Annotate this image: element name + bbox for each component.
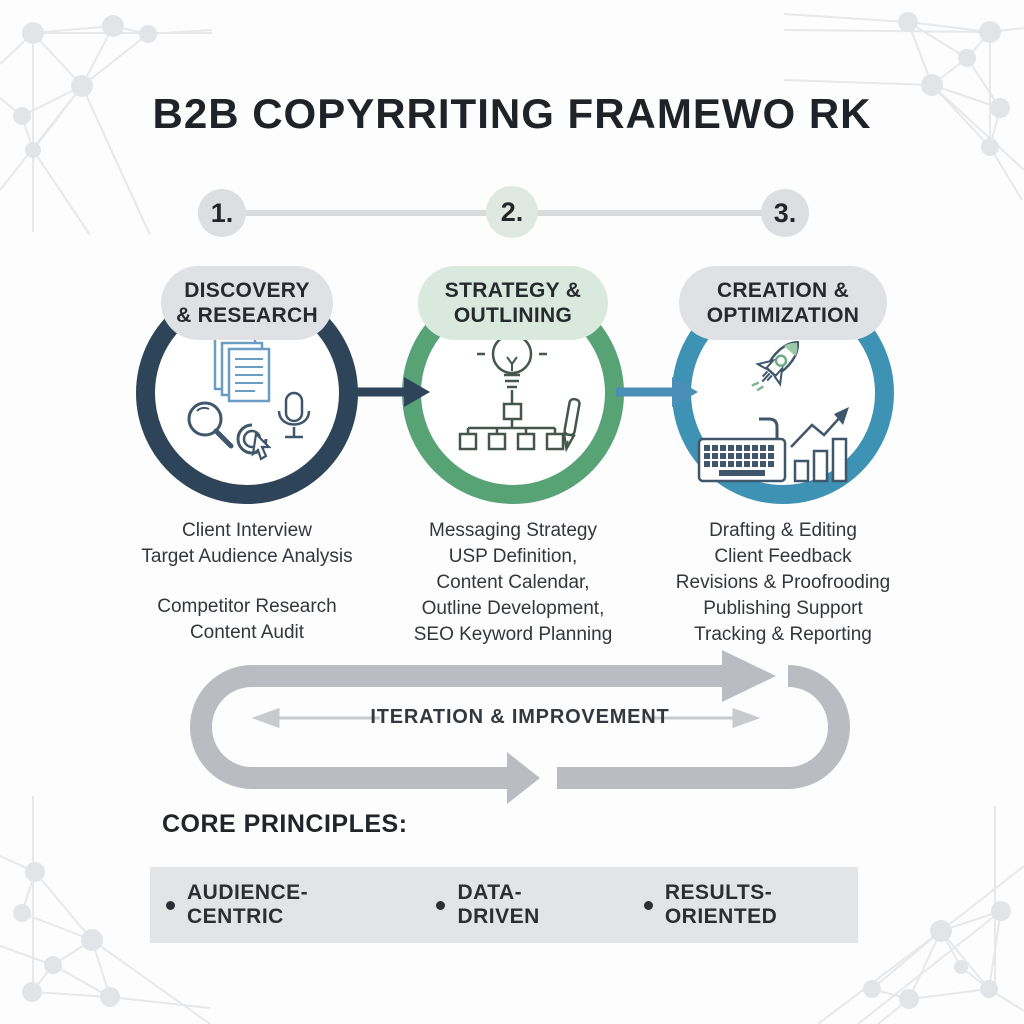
network-decoration-bottom-left: [0, 796, 210, 1024]
arrow-step2-to-step3: [616, 377, 698, 407]
page-title: B2B COPYRRITING FRAMEWO RK: [152, 90, 872, 137]
principle-audience-centric: AUDIENCE-CENTRIC: [166, 881, 378, 929]
core-principles-band: AUDIENCE-CENTRIC DATA-DRIVEN RESULTS-ORI…: [150, 867, 858, 943]
documents-icon: [213, 335, 271, 403]
step1-icons: [187, 335, 311, 461]
step3-items: Drafting & Editing Client Feedback Revis…: [675, 520, 891, 645]
step-number-3: 3.: [761, 189, 809, 237]
iteration-improvement-label: ITERATION & IMPROVEMENT: [370, 706, 670, 728]
bullet-icon: [166, 900, 175, 910]
growth-chart-icon: [790, 407, 849, 483]
keyboard-icon: [697, 417, 787, 483]
cursor-click-icon: [236, 423, 272, 461]
principle-data-driven: DATA-DRIVEN: [436, 881, 585, 929]
arrow-step1-to-step2: [348, 377, 430, 407]
pen-icon: [562, 397, 581, 453]
loop-thin-arrows: [251, 707, 761, 729]
step2-items: Messaging Strategy USP Definition, Conte…: [413, 520, 613, 645]
badge-creation-optimization: CREATION & OPTIMIZATION: [679, 266, 887, 340]
step2-icons: [458, 319, 581, 453]
badge-strategy-outlining: STRATEGY & OUTLINING: [418, 266, 608, 340]
network-decoration-bottom-right: [818, 806, 1024, 1024]
badge-discovery-research: DISCOVERY & RESEARCH: [161, 266, 333, 340]
microphone-icon: [277, 391, 311, 439]
magnifier-icon: [187, 401, 234, 449]
network-decoration-top-right: [784, 12, 1024, 201]
rocket-icon: [751, 340, 800, 392]
loop-arrowhead-bottom: [507, 752, 540, 804]
step-number-1: 1.: [198, 189, 246, 237]
step-number-2: 2.: [486, 186, 538, 238]
core-principles-heading: CORE PRINCIPLES:: [162, 810, 408, 838]
step3-icons: [697, 340, 849, 483]
step1-items: Client Interview Target Audience Analysi…: [141, 520, 353, 643]
loop-arrowhead-top: [722, 650, 776, 702]
sitemap-icon: [458, 390, 565, 451]
iteration-loop-arrow: [190, 650, 850, 804]
network-decoration-top-left: [0, 15, 213, 235]
bullet-icon: [643, 900, 653, 910]
bullet-icon: [436, 900, 446, 910]
principle-results-oriented: RESULTS-ORIENTED: [643, 881, 858, 929]
